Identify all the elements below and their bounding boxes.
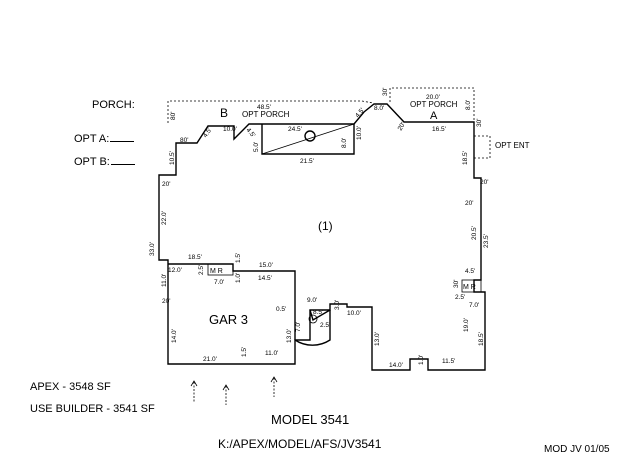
entry-arrow [190,380,198,403]
entry-arrow [270,376,278,397]
dim-label: 0.5' [276,306,286,313]
dim-label: 11.0' [265,350,278,357]
exterior-wall [158,103,486,371]
porch-column-circle [304,130,316,142]
dim-label: 20' [162,181,170,188]
mr-right-box [461,279,482,293]
porch-diagonal [261,123,355,155]
stair-curve [294,309,331,346]
opt-porch-b-outline [167,100,374,123]
dim-label: 10.0' [223,126,237,133]
dim-label: 10.0' [356,126,363,140]
dim-label: 15.0' [259,262,273,269]
porch-label: PORCH: [92,99,135,111]
dim-label: 7.0' [295,322,302,332]
dim-label: 13.0' [286,329,293,343]
opt-a-text: OPT A: [74,133,110,145]
opt-b-blank [110,154,135,165]
dim-label: 7.0' [214,279,224,286]
dim-label: 13.0' [374,332,381,346]
dim-label: 2.5' [320,322,330,329]
room-number-label: (1) [318,219,333,233]
section-a-label: A [430,110,438,122]
dim-label: 20' [480,179,488,186]
model-title: MODEL 3541 [271,412,349,427]
dim-label: 5.0' [253,142,260,152]
dim-label: 20.5' [471,226,478,240]
dim-label: 11.0' [161,274,168,287]
dim-label: 80' [170,112,177,120]
opt-ent-outline [474,135,491,159]
use-builder-sf-label: USE BUILDER - 3541 SF [30,403,155,415]
dim-label: 8.0' [341,138,348,148]
dim-label: 21.0' [203,356,217,363]
garage-label: GAR 3 [209,312,248,327]
dim-label: 33.0' [149,242,156,256]
mr-left-label: M R [210,268,223,275]
dim-label: 24.5' [288,126,302,133]
opt-b-label: OPT B: [74,154,135,168]
dim-label: 18.5' [462,151,469,165]
apex-sf-label: APEX - 3548 SF [30,381,111,393]
opt-porch-right-label: OPT PORCH [410,100,458,109]
dim-label: 20.0' [426,94,440,101]
dim-label: 4.5' [244,127,256,139]
dim-label: 4.5' [202,127,214,139]
dim-label: 22.0' [161,211,168,225]
dim-label: 1.0' [418,355,425,365]
dim-label: 2.5' [455,294,465,301]
dim-label: 10.5' [169,151,176,165]
dim-label: 7.0' [469,302,479,309]
opt-porch-a-outline [389,87,475,122]
dim-label: 23.5' [483,234,490,248]
file-path: K:/APEX/MODEL/AFS/JV3541 [218,437,382,451]
dim-label: 4.5' [465,268,475,275]
dim-label: 48.5' [257,104,271,111]
dim-label: 11.5' [442,358,455,365]
stair-circle [308,314,318,324]
dim-label: 30' [476,119,483,127]
dim-label: 14.5' [258,275,272,282]
dim-label: 20' [397,121,407,132]
opt-a-label: OPT A: [74,131,135,145]
opt-b-text: OPT B: [74,156,110,168]
dim-label: 8.0' [374,105,384,112]
dim-label: 80' [180,137,188,144]
entry-arrow [222,384,230,405]
mr-left-box [207,263,234,276]
dim-label: 1.0' [235,273,242,283]
dim-label: 1.5' [235,253,242,263]
opt-porch-left-label: OPT PORCH [242,110,290,119]
dim-label: 3.0' [334,300,341,310]
dim-label: 2.5' [198,265,205,275]
dim-label: 1.5' [241,347,248,357]
dim-label: 21.5' [300,158,314,165]
mod-stamp: MOD JV 01/05 [544,444,610,455]
dim-label: 19.0' [463,318,470,332]
dim-label: 20' [465,200,473,207]
dim-label: 16.5' [432,126,446,133]
dim-label: 4.5' [354,107,366,119]
dim-label: 12.0' [168,267,182,274]
mr-right-label: M R [463,284,476,291]
dim-label: 14.0' [171,329,178,343]
dim-label: 18.5' [188,254,202,261]
porch-recess [261,124,355,155]
dim-label: 8.5' [313,309,323,316]
dim-label: 9.0' [307,297,317,304]
dim-label: 14.0' [389,362,403,369]
dim-label: 30' [382,88,389,96]
opt-ent-label: OPT ENT [495,141,530,150]
dim-label: 30' [453,280,460,288]
dim-label: 18.5' [478,332,485,346]
dim-label: 10.0' [347,310,361,317]
section-b-label: B [220,106,228,120]
dim-label: 20' [162,298,170,305]
dim-label: 8.0' [465,100,472,110]
opt-a-blank [110,131,135,142]
